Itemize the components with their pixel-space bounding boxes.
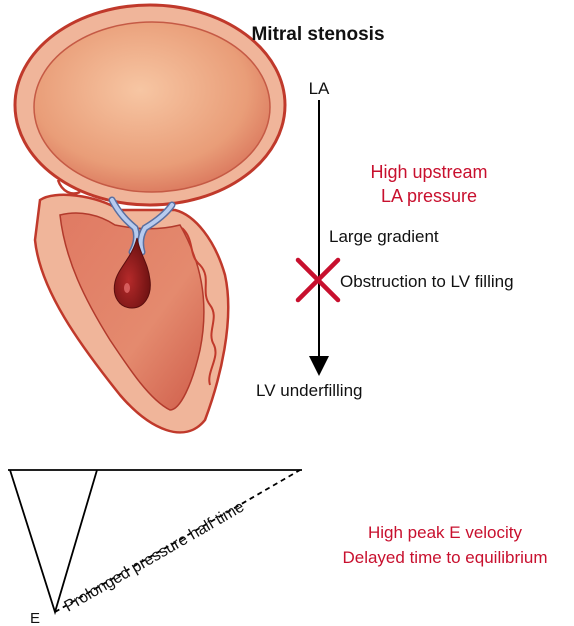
blood-jet-highlight — [124, 283, 130, 293]
left-atrium-cavity — [34, 22, 270, 192]
doppler-note-line2: Delayed time to equilibrium — [342, 548, 547, 567]
pressure-half-time-label: Prolonged pressure half time — [62, 498, 248, 615]
heart-illustration — [15, 5, 285, 432]
lv-underfilling-label: LV underfilling — [256, 381, 362, 400]
doppler-trace — [8, 470, 302, 612]
la-label: LA — [309, 79, 330, 98]
diagram-title: Mitral stenosis — [251, 24, 384, 45]
e-wave-label: E — [30, 610, 40, 626]
upstream-pressure-line1: High upstream — [370, 162, 487, 182]
gradient-label: Large gradient — [329, 227, 439, 246]
upstream-pressure-line2: LA pressure — [381, 186, 477, 206]
doppler-note-line1: High peak E velocity — [368, 523, 523, 542]
obstruction-label: Obstruction to LV filling — [340, 272, 514, 291]
